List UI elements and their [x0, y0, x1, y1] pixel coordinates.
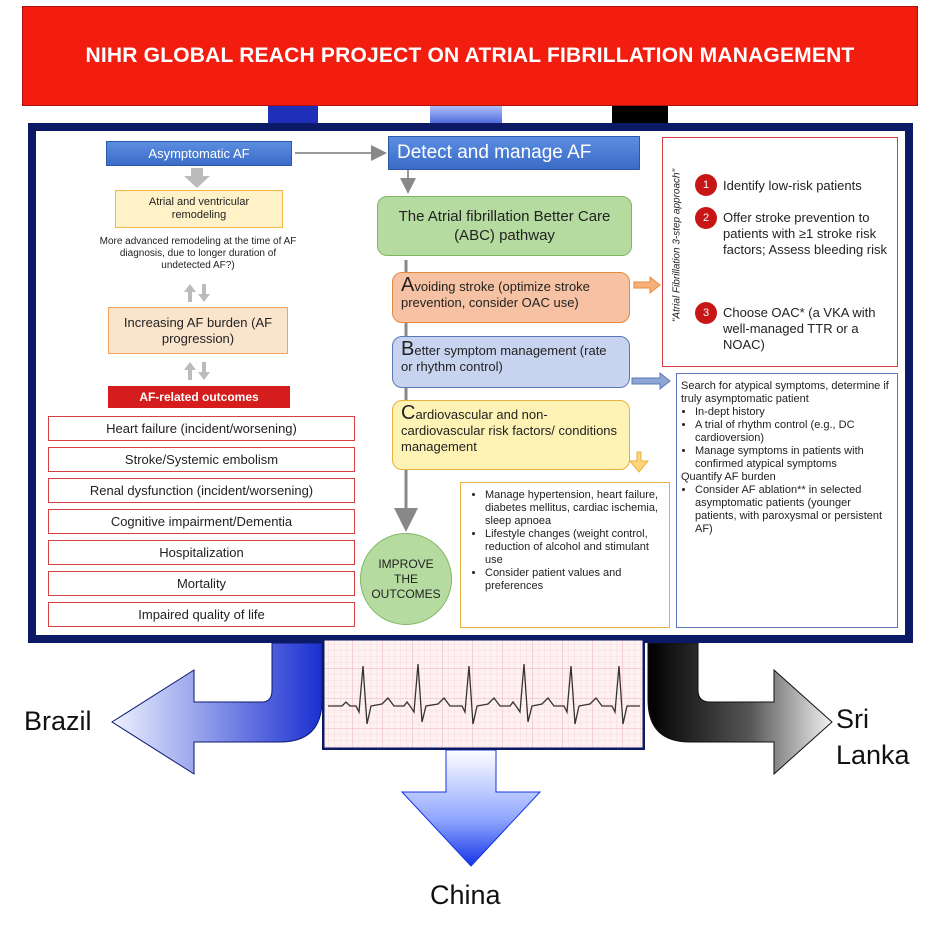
improve-outcomes-circle: IMPROVE THE OUTCOMES	[360, 533, 452, 625]
step-3-badge: 3	[695, 302, 717, 324]
abc-letter-b: B	[401, 338, 415, 360]
detect-manage-af-label: Detect and manage AF	[397, 142, 592, 163]
country-sri-lanka-line2: Lanka	[836, 740, 910, 770]
abc-letter-c: C	[401, 402, 416, 424]
project-banner: NIHR GLOBAL REACH PROJECT ON ATRIAL FIBR…	[22, 6, 918, 106]
list-item: Manage hypertension, heart failure, diab…	[485, 489, 661, 528]
risk-factor-list: Manage hypertension, heart failure, diab…	[471, 489, 661, 593]
detect-manage-af-box: Detect and manage AF	[388, 136, 640, 170]
arrow-china	[400, 749, 542, 867]
list-item: Manage symptoms in patients with confirm…	[695, 445, 891, 471]
abc-cardiovascular: Cardiovascular and non-cardiovascular ri…	[392, 400, 630, 470]
list-item: A trial of rhythm control (e.g., DC card…	[695, 419, 891, 445]
symptoms-list: In-dept history A trial of rhythm contro…	[681, 406, 891, 471]
list-item: In-dept history	[695, 406, 891, 419]
outcome-stroke: Stroke/Systemic embolism	[48, 447, 355, 472]
country-brazil: Brazil	[24, 706, 92, 736]
af-burden-label: Increasing AF burden (AF progression)	[123, 314, 273, 346]
improve-outcomes-label: IMPROVE THE OUTCOMES	[371, 556, 441, 601]
three-step-side-label: "Atrial Fibrillation 3-step approach"	[671, 168, 683, 323]
abc-avoiding-stroke: Avoiding stroke (optimize stroke prevent…	[392, 272, 630, 323]
step-2-text: Offer stroke prevention to patients with…	[723, 210, 888, 257]
outcome-cognitive-impairment: Cognitive impairment/Dementia	[48, 509, 355, 534]
banner-title: NIHR GLOBAL REACH PROJECT ON ATRIAL FIBR…	[85, 44, 855, 67]
abc-pathway-box: The Atrial fibrillation Better Care (ABC…	[377, 196, 632, 256]
ecg-trace	[328, 663, 640, 725]
arrow-brazil	[111, 642, 323, 775]
symptoms-intro: Search for atypical symptoms, determine …	[681, 380, 889, 405]
list-item: Consider patient values and preferences	[485, 567, 661, 593]
quantify-burden: Quantify AF burden	[681, 471, 776, 483]
step-1-text: Identify low-risk patients	[723, 178, 862, 193]
bidirectional-arrow-1	[184, 284, 210, 302]
outcomes-header-label: AF-related outcomes	[139, 390, 259, 404]
country-china: China	[430, 880, 501, 910]
remodeling-box: Atrial and ventricular remodeling	[115, 190, 283, 228]
abc-c-text: ardiovascular and non-cardiovascular ris…	[401, 407, 618, 454]
outcome-renal-dysfunction: Renal dysfunction (incident/worsening)	[48, 478, 355, 503]
af-burden-box: Increasing AF burden (AF progression)	[108, 307, 288, 354]
abc-pathway-title: The Atrial fibrillation Better Care (ABC…	[398, 208, 611, 244]
outcome-mortality: Mortality	[48, 571, 355, 596]
outcome-hospitalization: Hospitalization	[48, 540, 355, 565]
country-sri-lanka-line1: Sri	[836, 704, 869, 734]
atypical-symptoms-box: Search for atypical symptoms, determine …	[676, 373, 898, 628]
remodeling-note: More advanced remodeling at the time of …	[99, 236, 297, 271]
abc-b-text: etter symptom management (rate or rhythm…	[401, 343, 607, 374]
ecg-strip	[322, 638, 645, 750]
arrow-sri-lanka	[647, 642, 833, 776]
bidirectional-arrow-2	[184, 362, 210, 380]
step-2-badge: 2	[695, 207, 717, 229]
outcome-heart-failure: Heart failure (incident/worsening)	[48, 416, 355, 441]
outcome-quality-of-life: Impaired quality of life	[48, 602, 355, 627]
risk-factor-box: Manage hypertension, heart failure, diab…	[460, 482, 670, 628]
asymptomatic-af-box: Asymptomatic AF	[106, 141, 292, 166]
ablation-list: Consider AF ablation** in selected asymp…	[681, 484, 891, 536]
list-item: Consider AF ablation** in selected asymp…	[695, 484, 891, 536]
abc-a-text: voiding stroke (optimize stroke preventi…	[401, 279, 590, 310]
list-item: Lifestyle changes (weight control, reduc…	[485, 528, 661, 567]
af-related-outcomes-header: AF-related outcomes	[108, 386, 290, 408]
abc-better-symptom: Better symptom management (rate or rhyth…	[392, 336, 630, 388]
step-3-text: Choose OAC* (a VKA with well-managed TTR…	[723, 305, 876, 352]
asymptomatic-af-label: Asymptomatic AF	[148, 146, 250, 161]
abc-letter-a: A	[401, 274, 415, 296]
remodeling-label: Atrial and ventricular remodeling	[148, 196, 250, 221]
step-1-badge: 1	[695, 174, 717, 196]
